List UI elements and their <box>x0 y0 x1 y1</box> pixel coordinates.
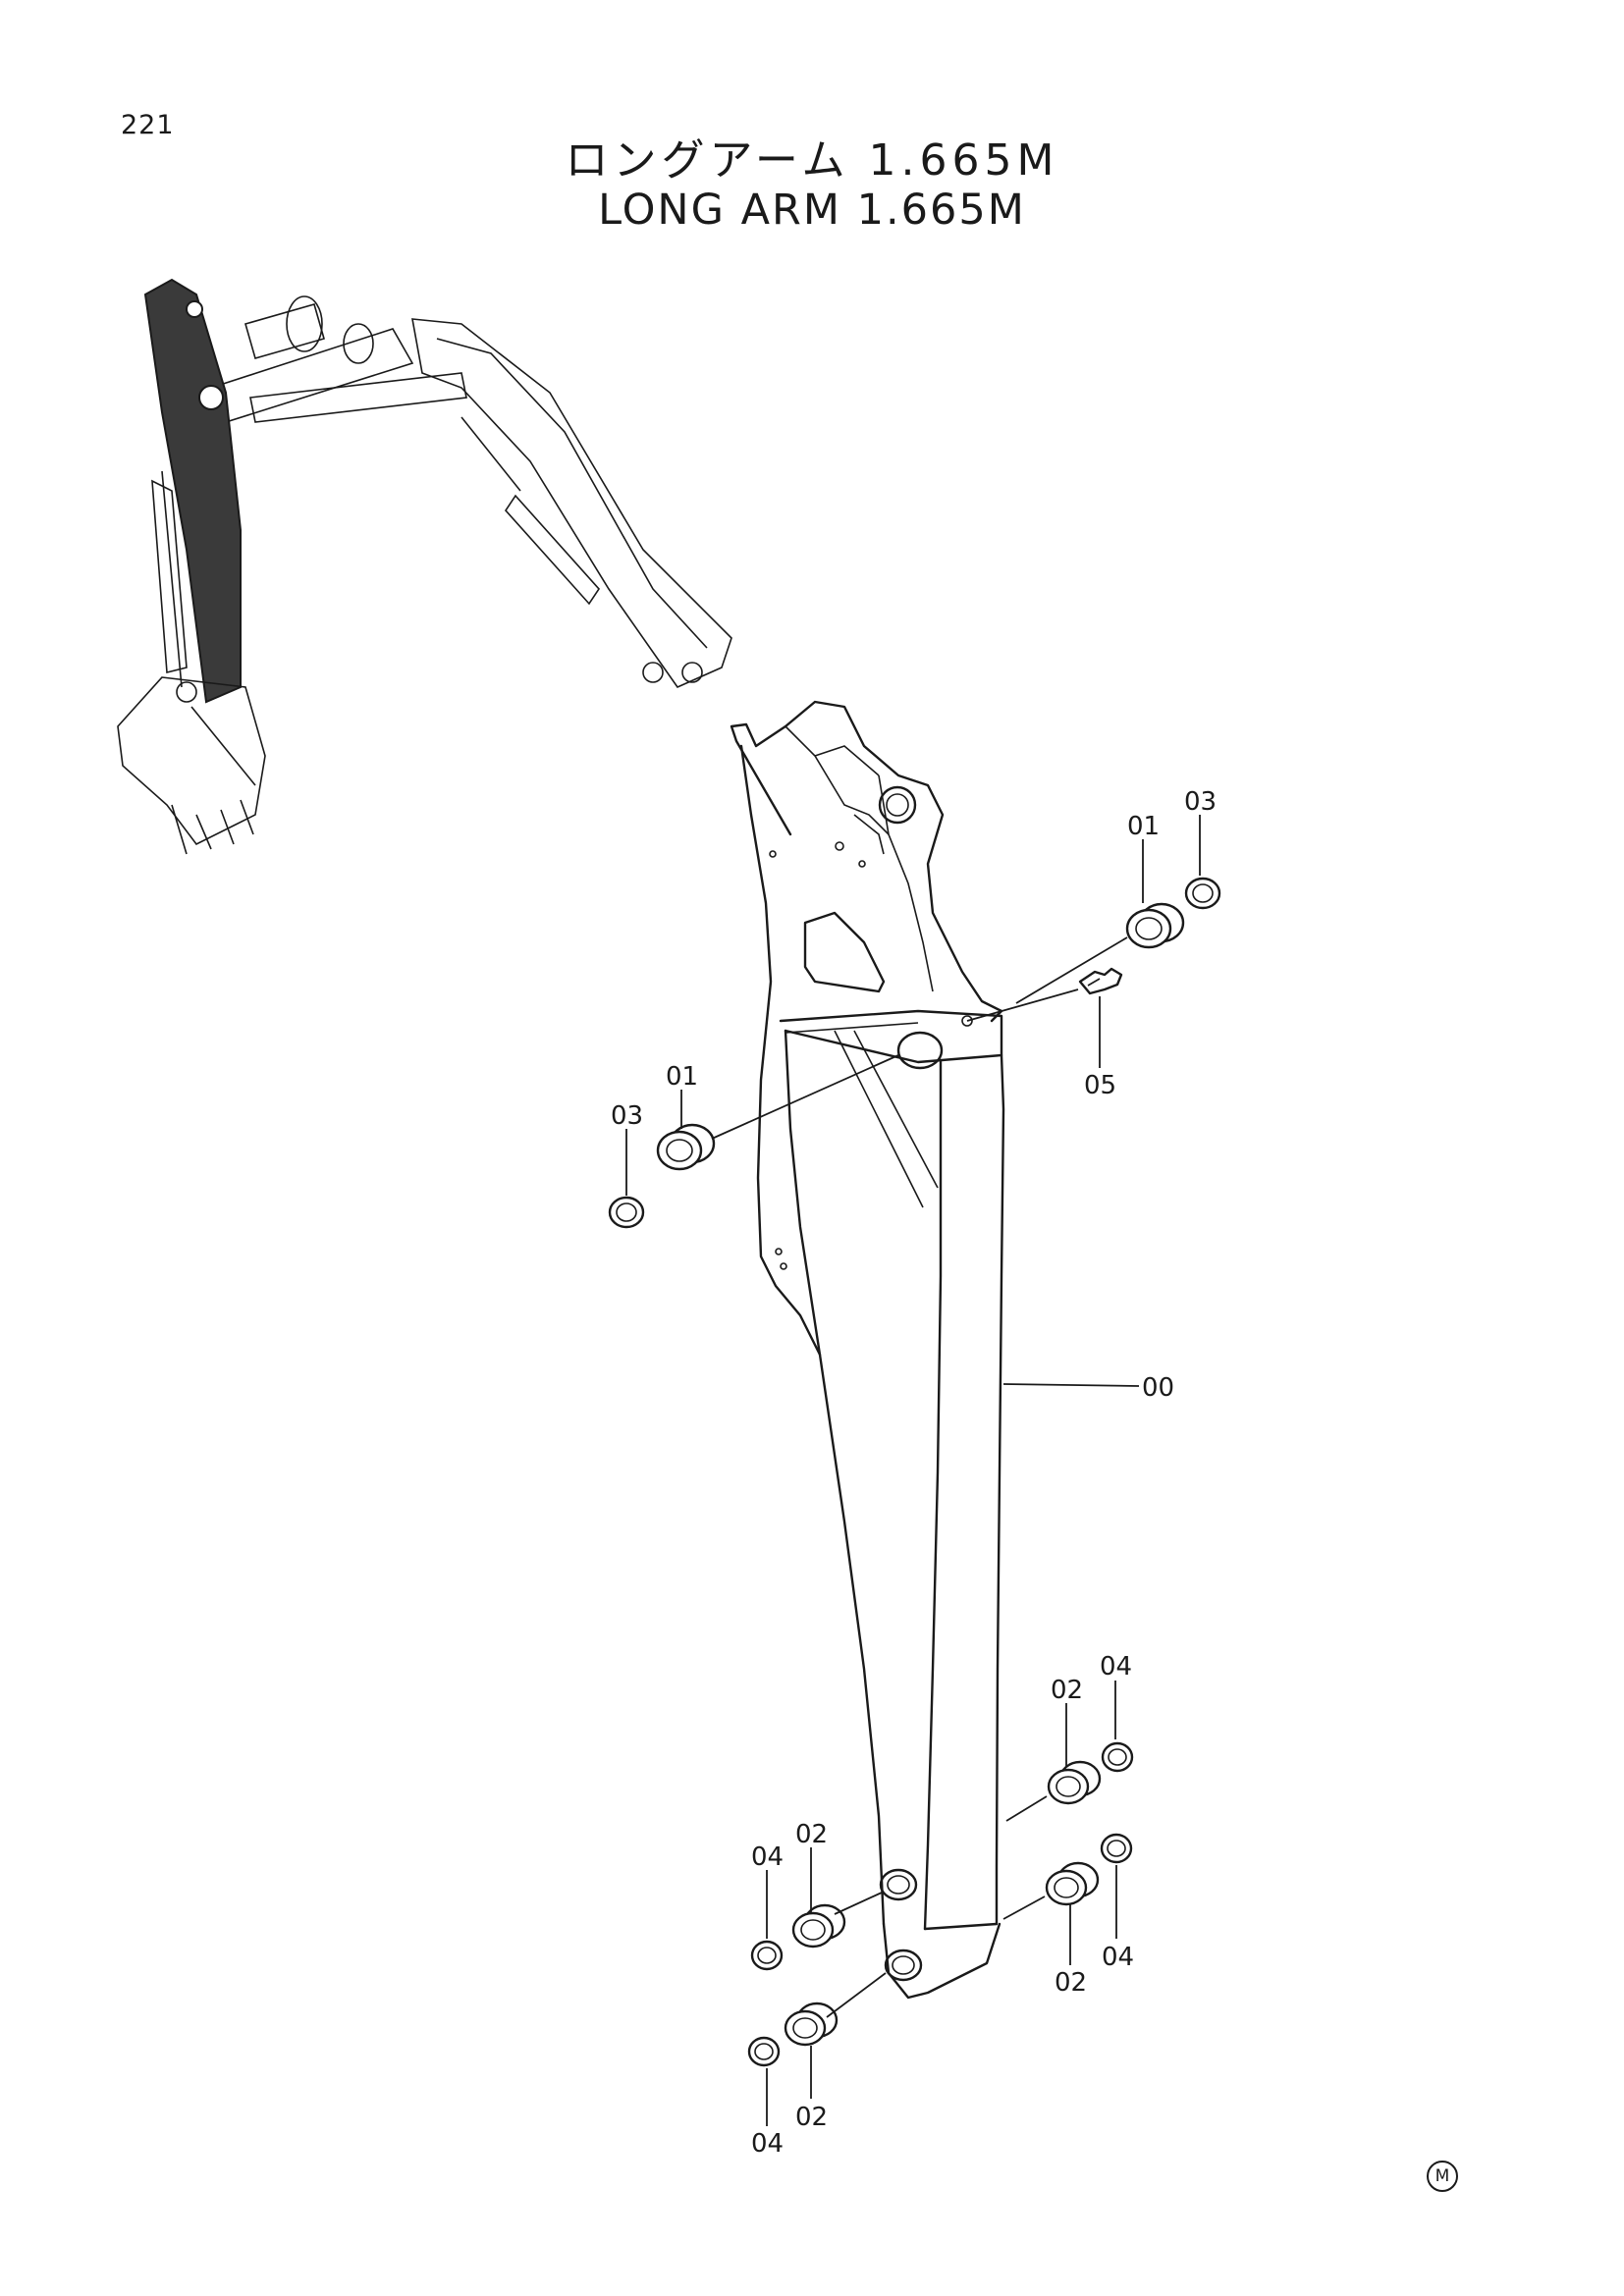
corner-circle-mark: M <box>1427 2161 1458 2192</box>
callout-04-right-bottom: 04 <box>1102 1943 1134 1972</box>
part-04-ring-right-top <box>1101 1741 1134 1773</box>
part-02-bushing-right-top <box>1047 1760 1102 1805</box>
part-02-bushing-left-top <box>791 1903 846 1949</box>
callout-02-left-bottom: 02 <box>795 2103 828 2132</box>
callout-04-left-top: 04 <box>751 1842 784 1872</box>
callout-00: 00 <box>1142 1373 1174 1403</box>
callout-02-right-bottom: 02 <box>1055 1968 1087 1998</box>
title-japanese: ロングアーム 1.665M <box>565 135 1059 186</box>
part-04-ring-left-top <box>750 1940 784 1971</box>
part-01-bushing-left <box>656 1123 716 1171</box>
part-05-grease-fitting <box>1078 967 1123 995</box>
callout-03-upper: 03 <box>1184 787 1217 817</box>
part-02-bushing-right-bottom <box>1045 1861 1100 1906</box>
part-02-bushing-left-bottom <box>784 2002 839 2047</box>
part-03-ring-upper <box>1184 877 1221 910</box>
part-03-ring-left <box>608 1196 645 1229</box>
callout-03-left: 03 <box>611 1101 643 1131</box>
part-04-ring-right-bottom <box>1100 1833 1133 1864</box>
callout-labels: 00 01 03 05 01 03 02 04 02 04 02 04 02 0… <box>611 787 1217 2159</box>
callout-04-right-top: 04 <box>1100 1652 1132 1682</box>
callout-01-upper: 01 <box>1127 812 1160 841</box>
part-04-ring-left-bottom <box>747 2036 781 2067</box>
callout-02-left-top: 02 <box>795 1820 828 1849</box>
callout-02-right-top: 02 <box>1051 1676 1083 1705</box>
part-01-bushing-upper <box>1125 902 1185 949</box>
title-english: LONG ARM 1.665M <box>598 186 1026 235</box>
arm-body <box>730 700 1005 2000</box>
callout-05: 05 <box>1084 1071 1116 1100</box>
callout-04-left-bottom: 04 <box>751 2129 784 2159</box>
overview-sketch <box>117 278 732 855</box>
callout-01-left: 01 <box>666 1062 698 1092</box>
callout-leaders <box>625 815 1201 2126</box>
assembly-lines <box>711 936 1140 2018</box>
page-number: 221 <box>121 110 175 140</box>
